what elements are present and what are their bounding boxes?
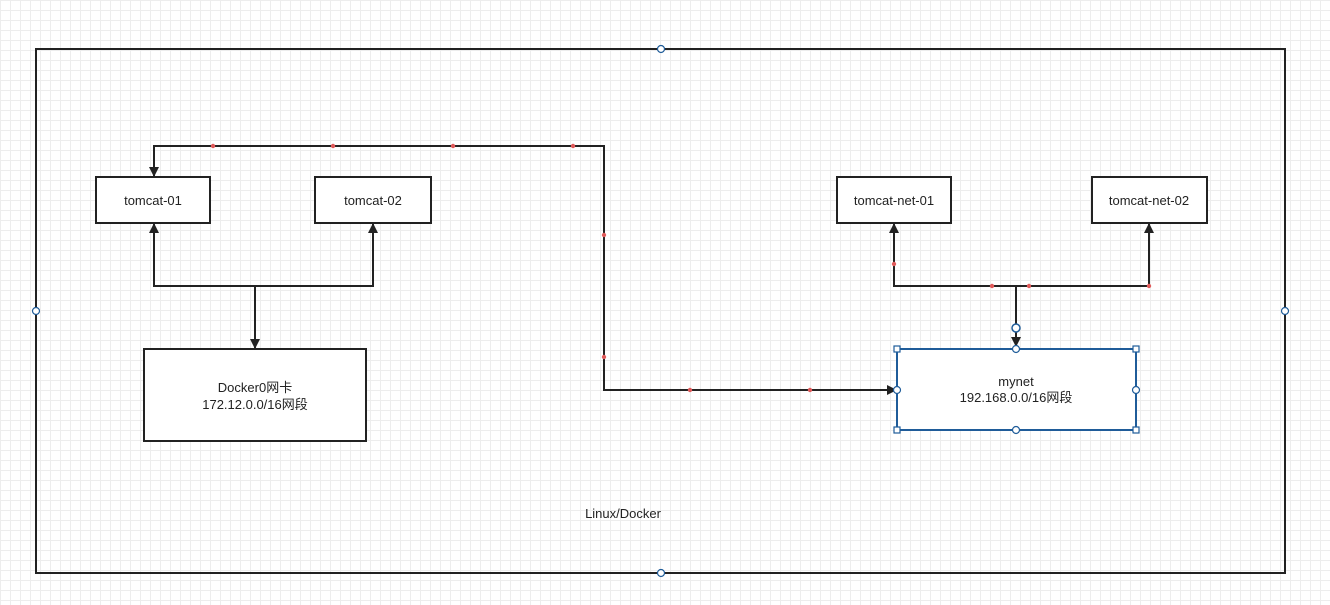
- edge-mynet-to-tomcat-net-02[interactable]: [1016, 223, 1154, 287]
- node-docker0[interactable]: Docker0网卡 172.12.0.0/16网段: [143, 348, 367, 442]
- edge-tomcat-01-to-mynet[interactable]: [153, 145, 897, 395]
- linux-docker-label: Linux/Docker: [585, 506, 662, 521]
- node-tomcat-net-01-label: tomcat-net-01: [854, 193, 934, 208]
- node-docker0-label-line1: Docker0网卡: [218, 380, 292, 395]
- node-tomcat-01-label: tomcat-01: [124, 193, 182, 208]
- container-handles[interactable]: [31, 44, 1290, 578]
- mynet-selection-handles[interactable]: [892, 323, 1141, 435]
- node-tomcat-02-label: tomcat-02: [344, 193, 402, 208]
- node-tomcat-02[interactable]: tomcat-02: [314, 176, 432, 224]
- node-tomcat-net-01[interactable]: tomcat-net-01: [836, 176, 952, 224]
- linux-docker-container[interactable]: [35, 48, 1286, 574]
- node-tomcat-net-02-label: tomcat-net-02: [1109, 193, 1189, 208]
- node-tomcat-01[interactable]: tomcat-01: [95, 176, 211, 224]
- edge-docker0-to-tomcat-01[interactable]: [149, 223, 255, 287]
- node-mynet[interactable]: mynet 192.168.0.0/16网段: [896, 348, 1137, 431]
- edge-waypoints[interactable]: [210, 143, 1152, 393]
- node-docker0-label-line2: 172.12.0.0/16网段: [202, 397, 308, 412]
- node-mynet-label-line2: 192.168.0.0/16网段: [960, 390, 1073, 405]
- node-tomcat-net-02[interactable]: tomcat-net-02: [1091, 176, 1208, 224]
- edge-mynet-to-tomcat-net-01[interactable]: [889, 223, 1016, 287]
- edge-docker0-to-tomcat-02[interactable]: [255, 223, 378, 287]
- node-mynet-label-line1: mynet: [998, 374, 1034, 389]
